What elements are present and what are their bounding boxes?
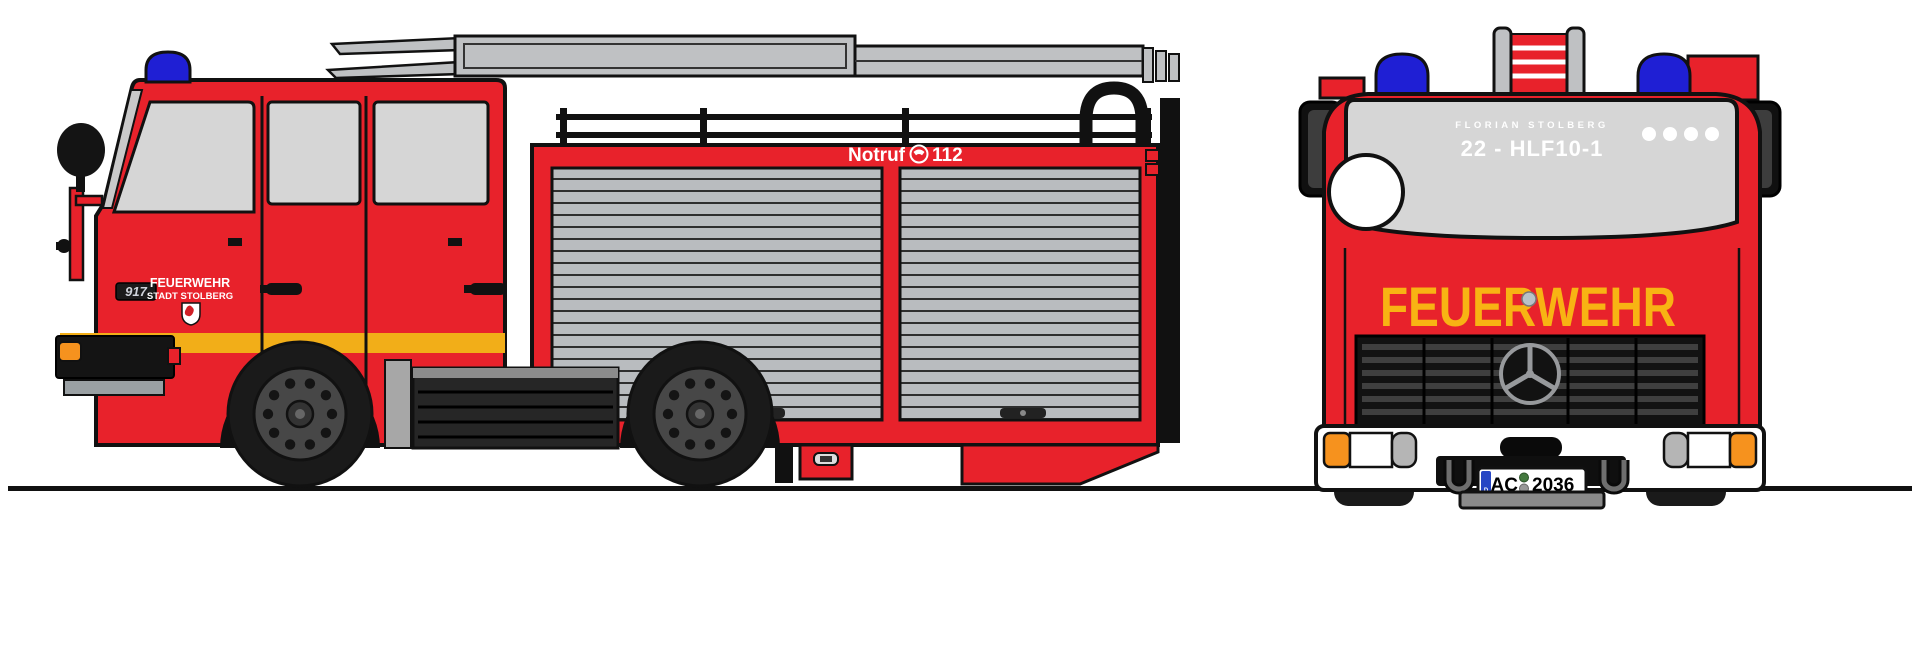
- rear-access-rail: [1160, 98, 1180, 443]
- beacon-light-left: [1374, 52, 1430, 98]
- side-view: Notruf 112: [55, 34, 1180, 488]
- cab-window-middle: [266, 100, 362, 206]
- grille: [1354, 334, 1706, 430]
- searchlight: [1327, 153, 1405, 231]
- front-bumper-side: [55, 335, 181, 396]
- stolberg-coat-of-arms: [181, 302, 201, 326]
- beacon-light-right: [1636, 52, 1692, 98]
- cab-window-rear: [372, 100, 490, 206]
- mirror-head-icon: [57, 123, 105, 177]
- turn-indicator-side: [58, 341, 82, 362]
- turn-indicator-right: [1728, 431, 1758, 469]
- unit-number-badge: 917: [115, 282, 157, 301]
- notruf-banner-label: Notruf: [848, 145, 906, 166]
- headlight-left: [1322, 431, 1418, 469]
- roof-ladder: [325, 34, 1180, 83]
- equipment-step-box: [384, 359, 620, 450]
- front-bumper: D AC 2036: [1314, 424, 1766, 510]
- door-lock-front: [228, 238, 242, 246]
- under-run-bar: [1458, 490, 1606, 510]
- tow-hook-right: [1598, 460, 1630, 495]
- rear-marker-lights: [1145, 149, 1160, 176]
- headlight-right: [1662, 431, 1758, 469]
- door-lock-rear: [448, 238, 462, 246]
- rear-compartment-box: [798, 443, 854, 481]
- door-handle-front: [260, 283, 302, 295]
- rear-mudflap: [775, 445, 793, 483]
- roller-shutter-2: [898, 166, 1142, 422]
- roof-railing: [556, 108, 1152, 145]
- door-marking-line2: STADT STOLBERG: [147, 291, 233, 302]
- rear-handrail-arch: [1079, 81, 1149, 162]
- cab: 917 FEUERWEHR STADT STOLBERG Ziegler: [60, 50, 507, 447]
- side-mirror-assembly: [56, 123, 105, 282]
- bumper-step: [63, 379, 165, 396]
- roof-ladder-end-on: [1492, 26, 1586, 102]
- a-pillar-trim: [101, 89, 144, 209]
- roof-step-left: [1318, 76, 1366, 100]
- mercedes-star-icon: [1499, 343, 1561, 405]
- shutter-handle-2: [1000, 408, 1046, 418]
- radio-callsign: 22 - HLF10-1: [1461, 136, 1604, 161]
- tow-hook-left: [1443, 460, 1475, 495]
- door-handle-rear: [464, 283, 506, 295]
- plate-light: [1500, 437, 1562, 458]
- ground-line: [8, 486, 1912, 491]
- turn-indicator-left: [1322, 431, 1352, 469]
- cab-window-front: [111, 100, 256, 214]
- windshield-dots: [1642, 127, 1719, 141]
- cab-lock: [1521, 291, 1537, 307]
- notruf-banner-number: 112: [932, 145, 963, 166]
- radio-callsign-small: FLORIAN STOLBERG: [1455, 120, 1608, 131]
- phone-icon: [909, 144, 929, 164]
- front-view: FLORIAN STOLBERG 22 - HLF10-1 FEUERWEHR: [1298, 26, 1782, 510]
- notruf-banner: Notruf 112: [848, 144, 963, 166]
- door-marking: FEUERWEHR STADT STOLBERG: [147, 276, 233, 326]
- eu-band: [1481, 471, 1491, 495]
- equipment-body: Notruf 112: [530, 143, 1160, 447]
- beacon-light-side: [144, 50, 192, 84]
- door-marking-line1: FEUERWEHR: [150, 276, 230, 290]
- ladder-end-rungs: [1142, 47, 1180, 83]
- rear-skirt: [960, 443, 1160, 486]
- windshield: FLORIAN STOLBERG 22 - HLF10-1: [1327, 98, 1739, 241]
- unit-number: 917: [125, 284, 147, 299]
